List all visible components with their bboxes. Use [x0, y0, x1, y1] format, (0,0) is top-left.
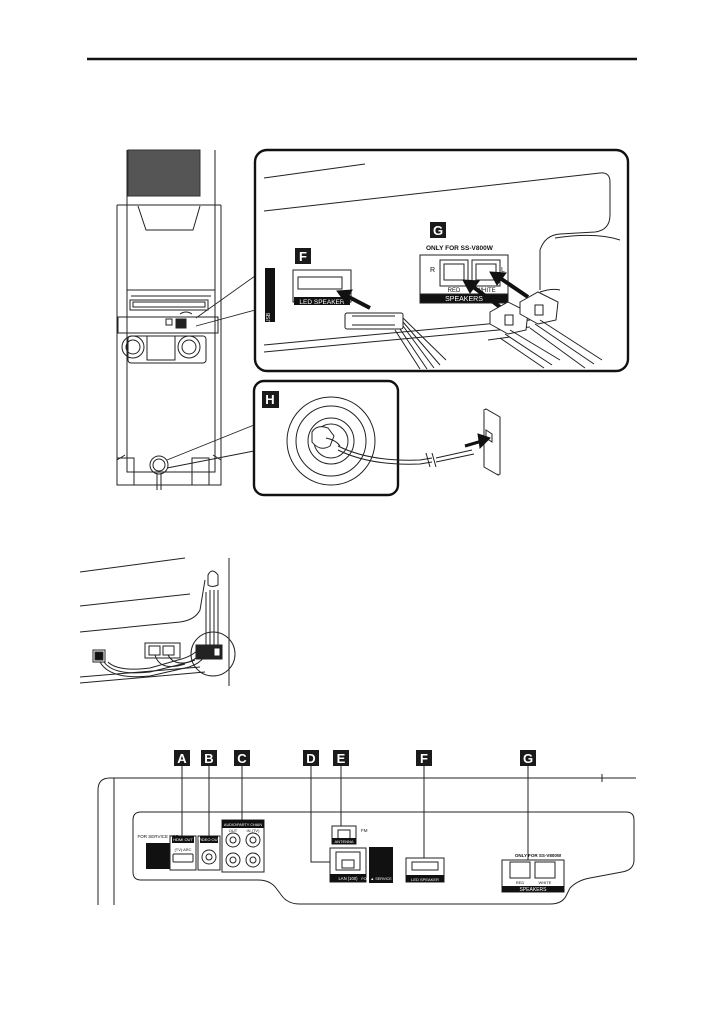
service-use-plate [146, 843, 170, 869]
for-service-label: FOR SERVICE USE [138, 834, 179, 839]
label-g2: G [523, 751, 533, 766]
out-label: OUT [229, 828, 238, 833]
red-label: RED [448, 288, 461, 294]
led-speaker-plug [344, 312, 447, 370]
led-speaker-label: LED SPEAKER [299, 299, 344, 306]
speaker-plugs [487, 288, 603, 369]
label-d-box [303, 750, 319, 766]
antenna-port [331, 825, 357, 845]
speaker-terminals-rear [501, 859, 565, 893]
speakers-b-label: SPEAKERS [520, 887, 548, 893]
label-boxes [174, 750, 536, 766]
fm-label: FM [361, 828, 368, 833]
speakers-label: SPEAKERS [445, 296, 483, 303]
label-b-box [201, 750, 217, 766]
tower-speaker-illustration [116, 149, 222, 490]
label-f: F [299, 249, 307, 264]
only-for-bottom-label: ONLY FOR SS-V800W [515, 853, 562, 858]
label-f2: F [420, 751, 428, 766]
power-cord [337, 445, 475, 468]
label-a: A [177, 751, 187, 766]
red-b-label: RED [516, 880, 525, 885]
usb-side-label: USB [266, 312, 272, 323]
lan-port [329, 847, 367, 883]
tv-arc-label: (TV) ARC [174, 847, 191, 852]
label-h: H [265, 392, 274, 407]
video-out-port [197, 835, 221, 871]
label-e-box [333, 750, 349, 766]
audio-party-ports [221, 819, 265, 873]
label-c-box [234, 750, 250, 766]
r-label: R [430, 267, 435, 274]
wall-outlet [483, 408, 501, 476]
led-speaker-b-label: LED SPEAKER [411, 877, 439, 882]
in-tv-label: IN (TV) [247, 828, 261, 833]
label-g2-box [520, 750, 536, 766]
label-e: E [337, 751, 346, 766]
label-g: G [433, 223, 443, 238]
label-c: C [237, 751, 247, 766]
callout-lines [166, 275, 256, 469]
arrow-led [336, 289, 371, 310]
led-speaker-port: LED SPEAKER [292, 269, 352, 306]
l-label: L [501, 267, 505, 274]
white-label: WHITE [476, 288, 495, 294]
usb-side-plate [265, 268, 275, 322]
for-service-2-label: FOR ▲ SERVICE USE [361, 877, 401, 881]
lan-label: LAN (100) [338, 876, 358, 881]
video-out-label: VIDEO OUT [198, 837, 221, 842]
panel-h-zoom: H [252, 379, 400, 497]
label-b: B [204, 751, 213, 766]
hdmi-port [169, 835, 197, 871]
service-use-plate-2 [369, 847, 393, 883]
label-f2-box [416, 750, 432, 766]
label-f-box [295, 248, 311, 264]
led-speaker-port-rear [405, 857, 445, 883]
label-a-box [174, 750, 190, 766]
white-b-label: WHITE [539, 880, 552, 885]
party-chain-label: AUDIO/PARTY CHAIN [224, 823, 262, 827]
rear-panel-illustration: A B C D E F G FOR SERVICE USE HDMI OUT (… [97, 750, 636, 905]
cable-routing-illustration [79, 557, 236, 686]
label-d: D [306, 751, 315, 766]
label-h-box [262, 391, 279, 408]
panel-fg-zoom: USB F LED SPEAKER G ONLY FOR SS-V800W [253, 148, 630, 373]
antenna-label: ANTENNA [334, 839, 353, 844]
arrows-terminals [462, 271, 530, 309]
arrow-power [464, 433, 491, 450]
only-for-top-label: ONLY FOR SS-V800W [426, 245, 494, 252]
hdmi-label: HDMI OUT [173, 837, 193, 842]
label-g-box [430, 222, 446, 238]
